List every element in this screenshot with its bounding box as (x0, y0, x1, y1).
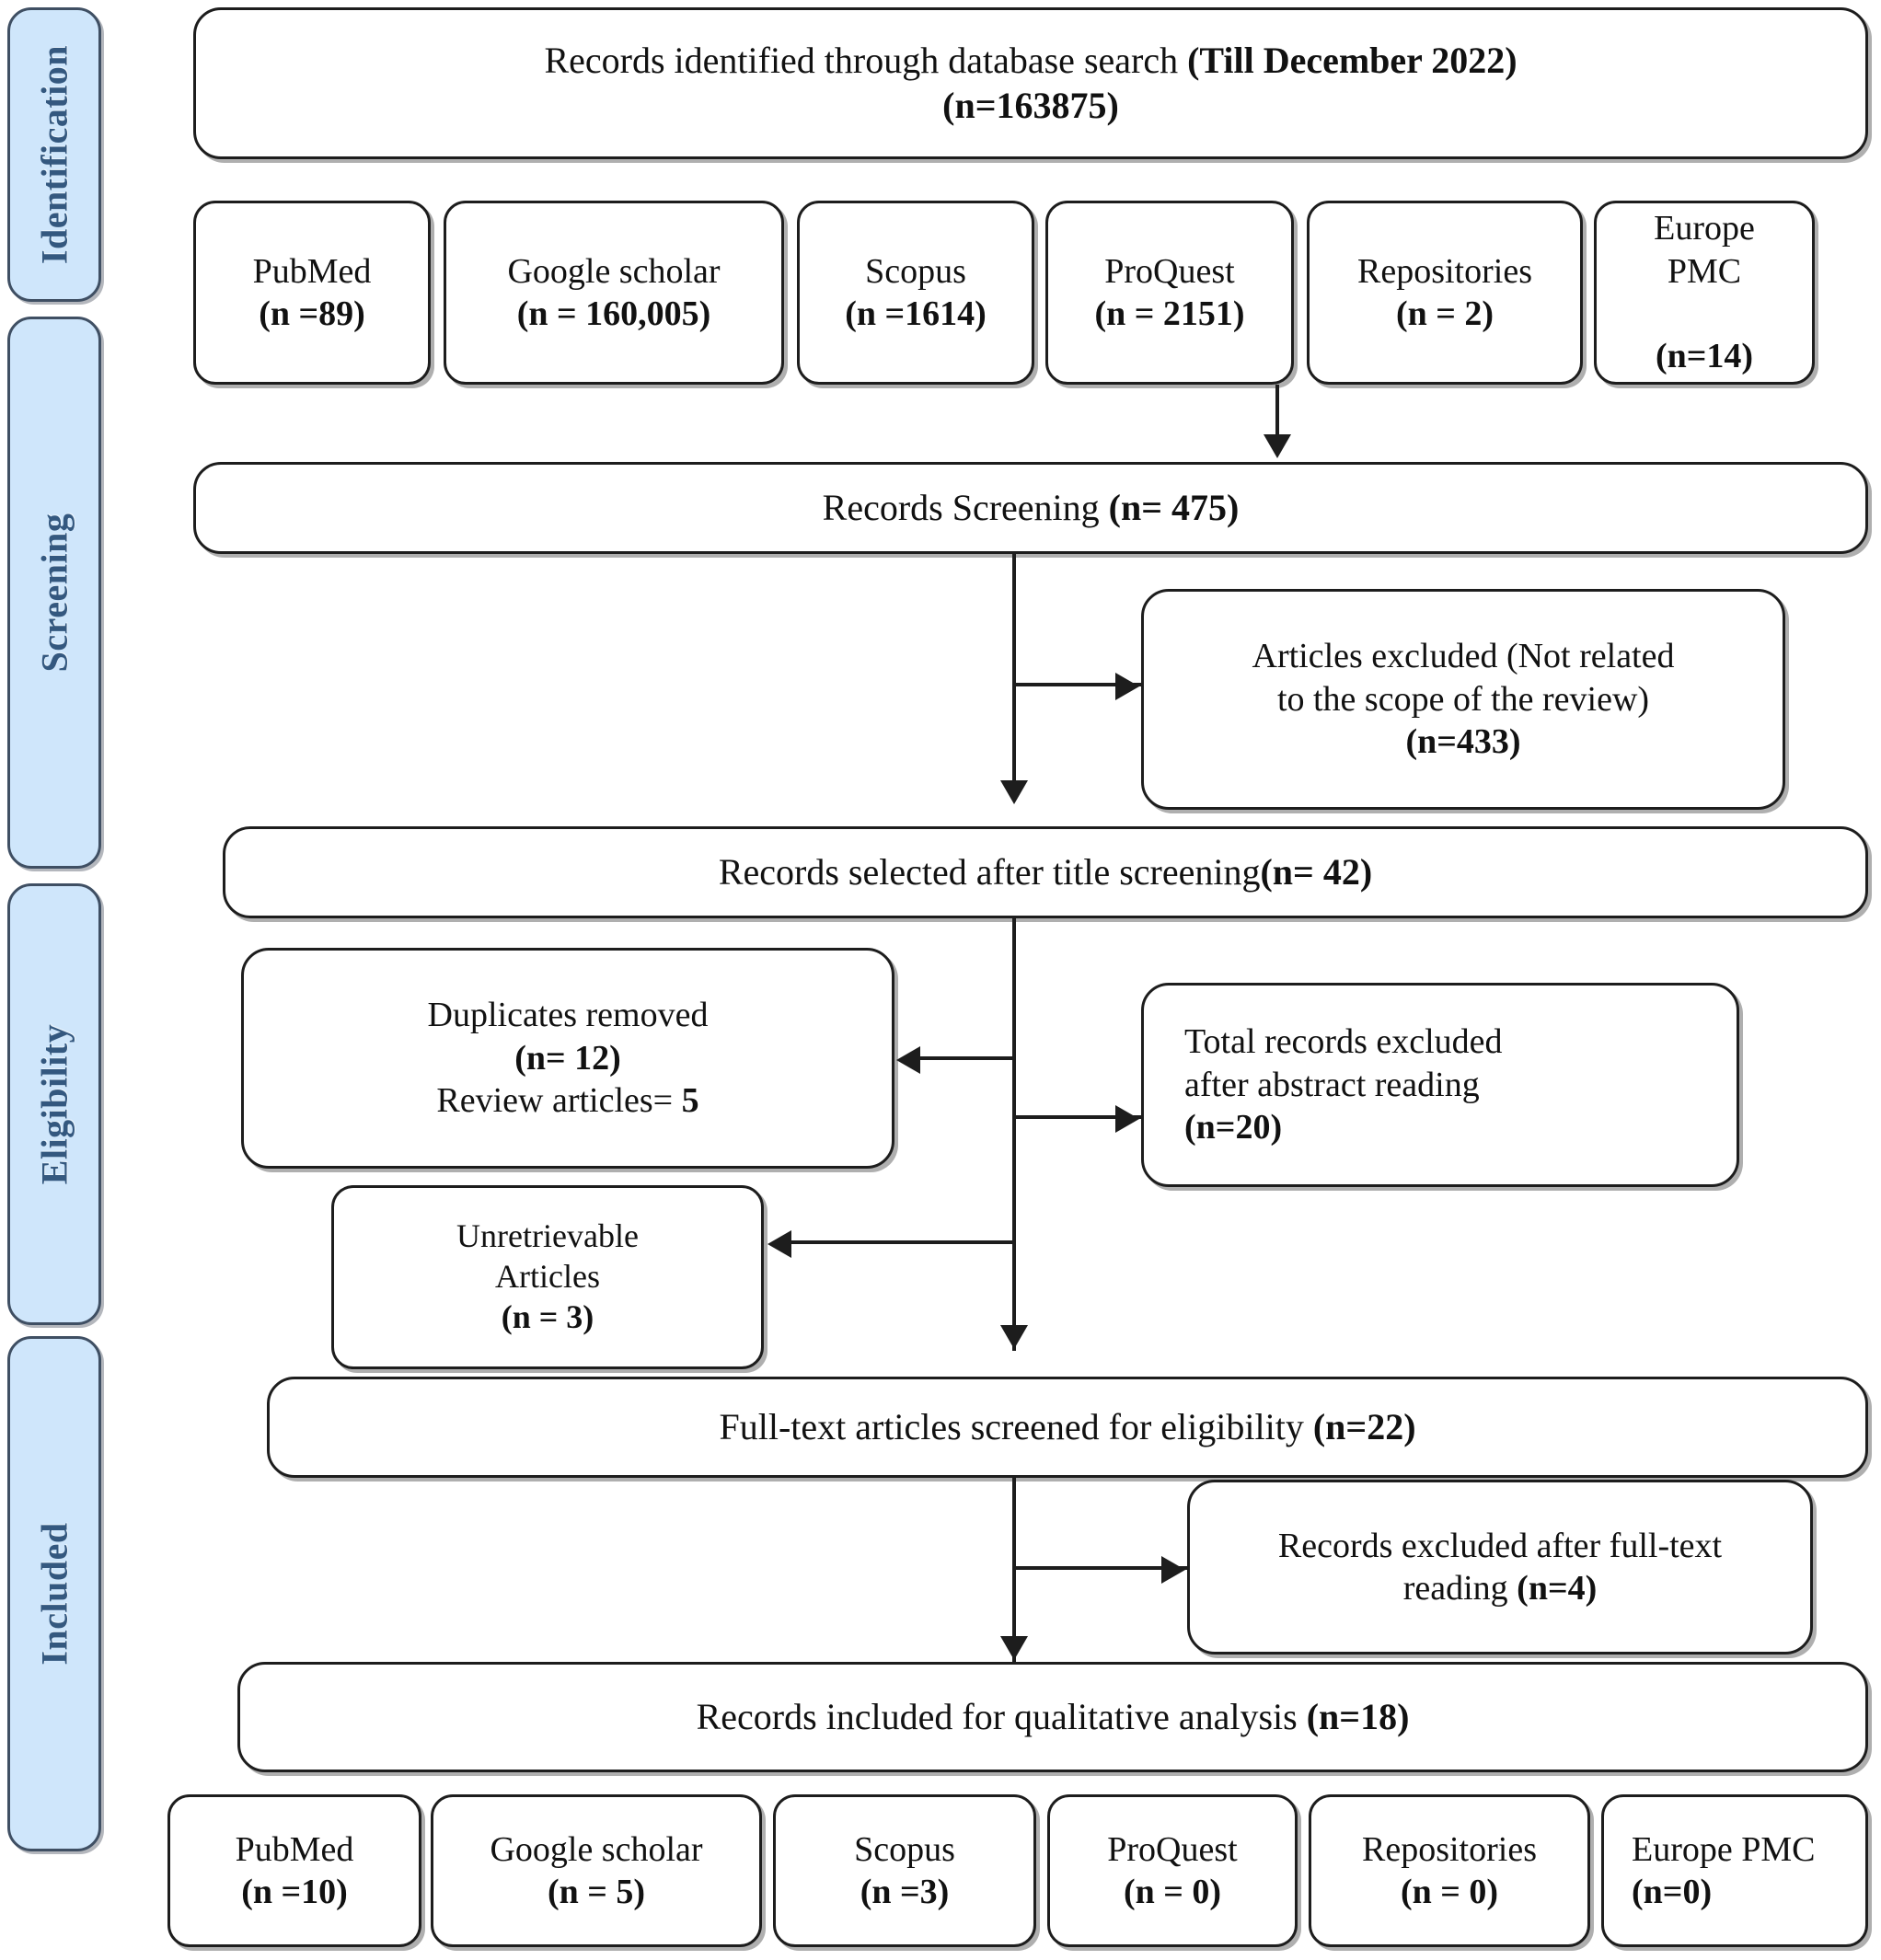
source-box-scopus-identified: Scopus (n =1614) (797, 201, 1034, 385)
articles-excluded-count: (n=433) (1405, 722, 1521, 762)
connector-screening-trunk (1012, 554, 1016, 799)
box-records-included-qualitative: Records included for qualitative analysi… (237, 1662, 1868, 1772)
arrowhead-trunk-to-fulltext-excluded (1161, 1556, 1185, 1584)
records-included-count: (n=18) (1306, 1695, 1410, 1737)
records-identified-count: (n=163875) (942, 84, 1119, 126)
source-box-pubmed-included: PubMed (n =10) (167, 1794, 421, 1947)
stage-chip-screening: Screening (7, 317, 101, 869)
connector-included-trunk (1012, 1478, 1016, 1662)
full-text-screened-count: (n=22) (1312, 1405, 1416, 1447)
source-box-europe-pmc-identified: Europe PMC (n=14) (1594, 201, 1815, 385)
included-source-name-repositories: Repositories (1362, 1829, 1537, 1869)
included-source-name-proquest: ProQuest (1107, 1829, 1238, 1869)
source-box-repositories-identified: Repositories (n = 2) (1307, 201, 1583, 385)
box-unretrievable-articles: Unretrievable Articles (n = 3) (331, 1185, 764, 1369)
full-text-screened-text: Full-text articles screened for eligibil… (719, 1405, 1313, 1447)
box-records-after-title-screening: Records selected after title screening(n… (223, 826, 1868, 918)
arrowhead-trunk-to-abstract-excluded (1115, 1105, 1139, 1133)
included-source-count-proquest: (n = 0) (1123, 1873, 1222, 1911)
box-records-identified: Records identified through database sear… (193, 7, 1868, 159)
fulltext-excluded-count: (n=4) (1517, 1569, 1598, 1608)
source-count-repositories: (n = 2) (1395, 294, 1494, 333)
box-duplicates-removed: Duplicates removed (n= 12) Review articl… (241, 948, 894, 1169)
source-box-google-scholar-identified: Google scholar (n = 160,005) (444, 201, 784, 385)
review-articles-label: Review articles= (436, 1081, 682, 1121)
abstract-excluded-count: (n=20) (1184, 1108, 1283, 1147)
records-identified-date: (Till December 2022) (1187, 39, 1517, 81)
included-source-count-repositories: (n = 0) (1400, 1873, 1499, 1911)
included-source-name-scopus: Scopus (854, 1829, 955, 1869)
connector-screening-to-excluded (1012, 683, 1141, 686)
records-included-text: Records included for qualitative analysi… (696, 1695, 1307, 1737)
arrowhead-trunk-to-unretrievable (767, 1230, 791, 1258)
arrowhead-included-trunk (1000, 1636, 1028, 1660)
source-name-europe-pmc: Europe PMC (1654, 209, 1755, 291)
records-screening-text: Records Screening (822, 486, 1109, 528)
box-full-text-screened: Full-text articles screened for eligibil… (267, 1377, 1868, 1478)
source-box-scopus-included: Scopus (n =3) (773, 1794, 1036, 1947)
source-count-scopus: (n =1614) (845, 294, 987, 333)
unretrievable-line2: Articles (495, 1258, 600, 1296)
box-articles-excluded-not-related: Articles excluded (Not related to the sc… (1141, 589, 1785, 810)
source-count-pubmed: (n =89) (259, 294, 365, 333)
abstract-excluded-line1: Total records excluded (1184, 1022, 1503, 1062)
source-box-proquest-identified: ProQuest (n = 2151) (1045, 201, 1294, 385)
source-count-google-scholar: (n = 160,005) (516, 294, 711, 333)
included-source-name-europe-pmc: Europe PMC (1632, 1829, 1816, 1869)
connector-identification-to-screening (1275, 385, 1279, 442)
source-box-pubmed-identified: PubMed (n =89) (193, 201, 431, 385)
included-source-count-scopus: (n =3) (860, 1873, 950, 1911)
arrowhead-screening-trunk (1000, 780, 1028, 804)
source-name-repositories: Repositories (1357, 251, 1532, 291)
records-identified-line1: Records identified through database sear… (544, 39, 1188, 81)
unretrievable-line1: Unretrievable (456, 1217, 639, 1255)
articles-excluded-line2: to the scope of the review) (1276, 679, 1650, 719)
unretrievable-count: (n = 3) (501, 1297, 594, 1335)
included-source-count-europe-pmc: (n=0) (1632, 1873, 1713, 1911)
source-box-repositories-included: Repositories (n = 0) (1309, 1794, 1590, 1947)
records-screening-count: (n= 475) (1108, 486, 1240, 528)
duplicates-removed-count: (n= 12) (514, 1038, 621, 1078)
connector-trunk-to-unretrievable (791, 1240, 1016, 1244)
arrowhead-trunk-to-duplicates (896, 1046, 920, 1074)
included-source-name-google-scholar: Google scholar (490, 1829, 703, 1869)
source-box-google-scholar-included: Google scholar (n = 5) (431, 1794, 762, 1947)
connector-eligibility-trunk (1012, 918, 1016, 1351)
arrowhead-screening-to-excluded (1115, 673, 1139, 700)
source-count-proquest: (n = 2151) (1094, 294, 1245, 333)
articles-excluded-line1: Articles excluded (Not related (1252, 637, 1675, 676)
connector-trunk-to-duplicates (920, 1056, 1016, 1060)
arrowhead-identification-to-screening (1264, 434, 1291, 458)
stage-chip-eligibility: Eligibility (7, 883, 101, 1325)
included-source-count-google-scholar: (n = 5) (547, 1873, 646, 1911)
records-after-title-count: (n= 42) (1260, 850, 1373, 893)
stage-label-included: Included (33, 1522, 75, 1666)
box-records-screening: Records Screening (n= 475) (193, 462, 1868, 554)
connector-trunk-to-abstract-excluded (1012, 1115, 1141, 1119)
connector-trunk-to-fulltext-excluded (1012, 1566, 1187, 1570)
included-source-count-pubmed: (n =10) (241, 1873, 348, 1911)
box-records-excluded-fulltext: Records excluded after full-text reading… (1187, 1480, 1813, 1654)
stage-chip-included: Included (7, 1336, 101, 1851)
source-name-scopus: Scopus (865, 251, 966, 291)
fulltext-excluded-line2: reading (1402, 1569, 1517, 1608)
source-box-europe-pmc-included: Europe PMC (n=0) (1601, 1794, 1868, 1947)
source-name-pubmed: PubMed (252, 251, 372, 291)
arrowhead-eligibility-trunk (1000, 1325, 1028, 1349)
review-articles-count: 5 (681, 1081, 699, 1121)
records-after-title-text: Records selected after title screening (718, 850, 1261, 893)
fulltext-excluded-line1: Records excluded after full-text (1277, 1526, 1723, 1565)
included-source-name-pubmed: PubMed (235, 1829, 354, 1869)
stage-chip-identification: Identification (7, 7, 101, 302)
abstract-excluded-line2: after abstract reading (1184, 1065, 1480, 1104)
stage-label-identification: Identification (33, 44, 75, 265)
source-name-proquest: ProQuest (1104, 251, 1235, 291)
source-count-europe-pmc: (n=14) (1655, 337, 1754, 376)
duplicates-removed-line1: Duplicates removed (427, 996, 709, 1035)
box-total-records-excluded-abstract: Total records excluded after abstract re… (1141, 983, 1739, 1187)
stage-label-eligibility: Eligibility (33, 1023, 75, 1185)
stage-label-screening: Screening (33, 513, 75, 673)
source-box-proquest-included: ProQuest (n = 0) (1047, 1794, 1298, 1947)
source-name-google-scholar: Google scholar (507, 251, 721, 291)
